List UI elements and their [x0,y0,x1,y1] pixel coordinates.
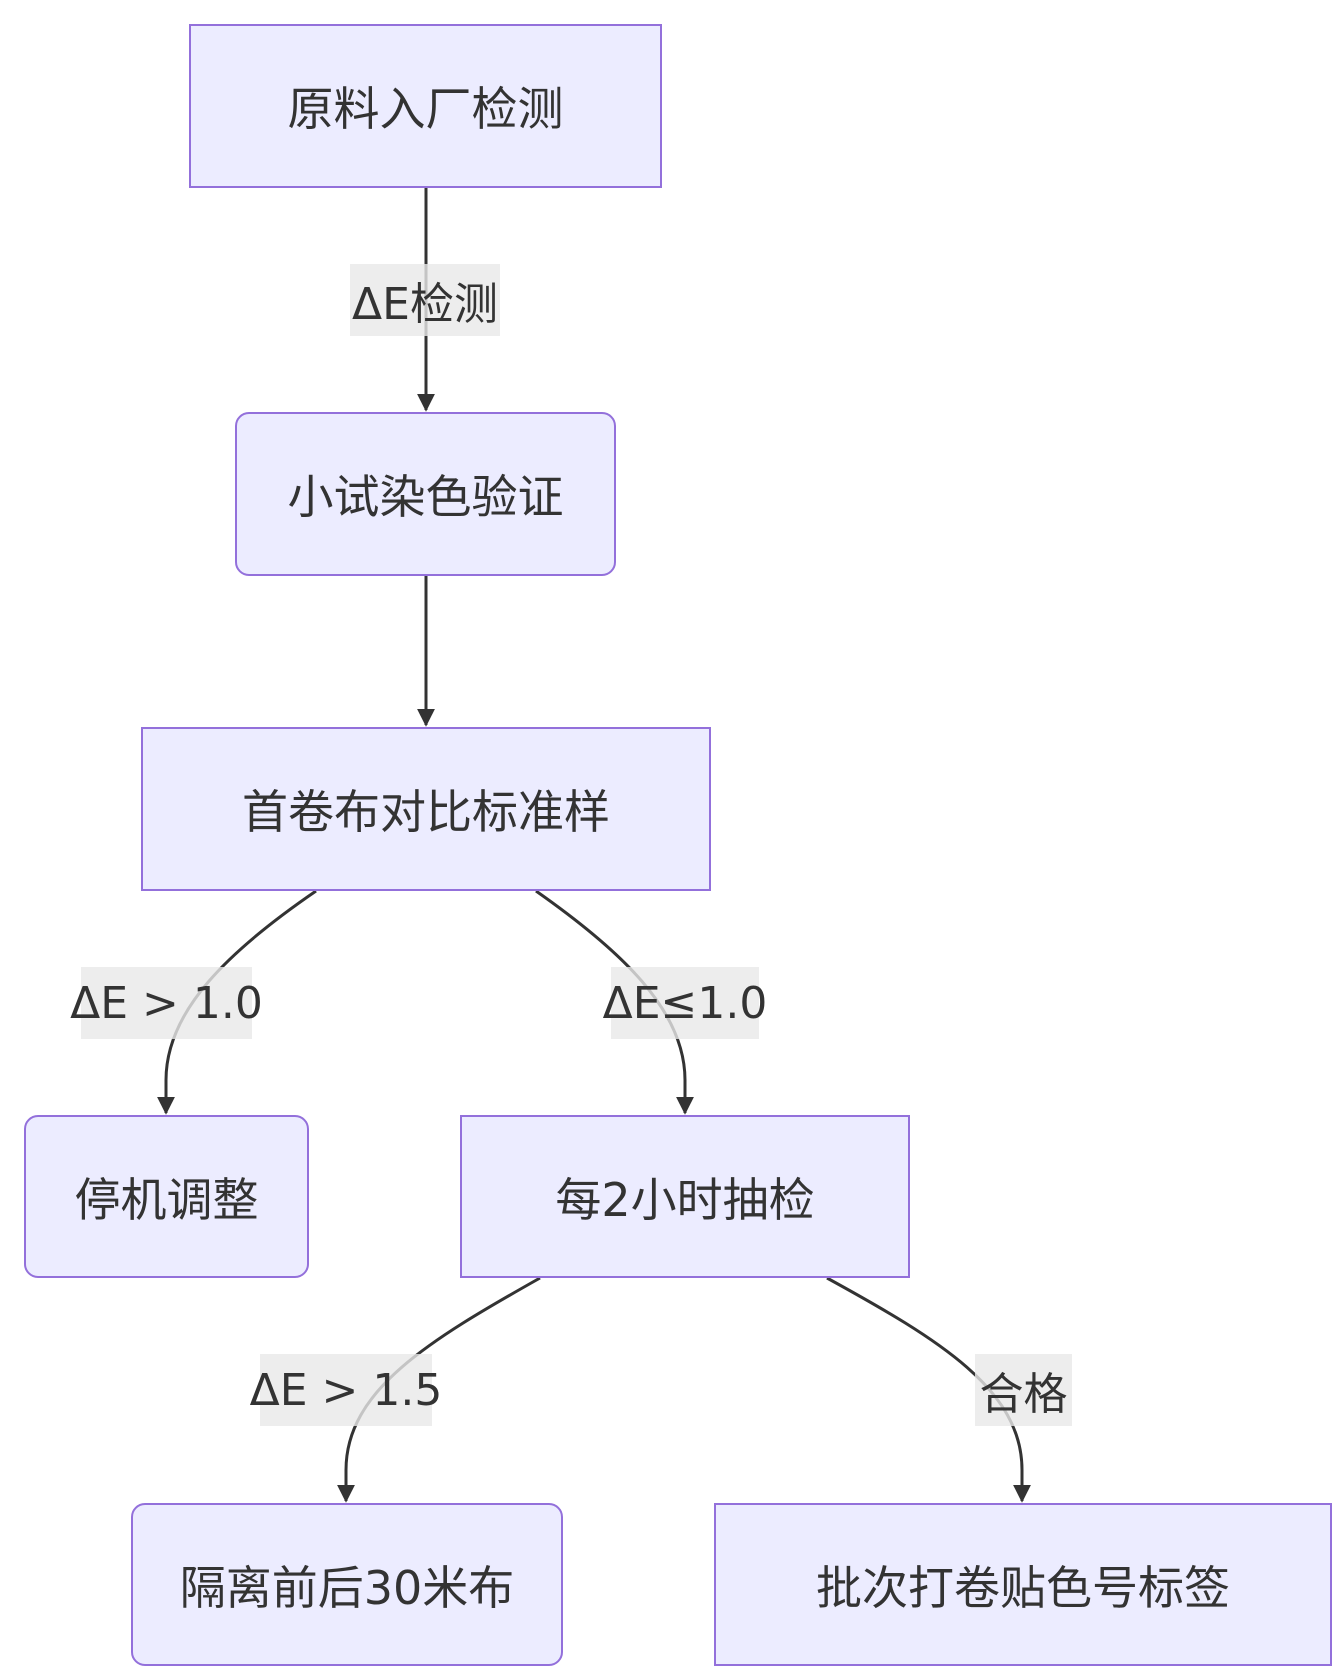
node-label: 首卷布对比标准样 [242,785,610,839]
node-label: 小试染色验证 [287,470,564,524]
edge-label-delta-e-gt-1-0: ΔE > 1.0 [70,967,263,1039]
edge-label-text: ΔE > 1.0 [70,977,263,1029]
edge-label-delta-e-le-1-0: ΔE≤1.0 [603,967,767,1039]
edge-e-to-g [826,1276,1031,1503]
node-isolate-30m: 隔离前后30米布 [131,1503,563,1666]
node-lab-dip-verification: 小试染色验证 [235,412,616,576]
node-label: 原料入厂检测 [287,82,564,136]
node-label: 批次打卷贴色号标签 [816,1560,1230,1615]
node-batch-label: 批次打卷贴色号标签 [714,1503,1332,1666]
node-label: 每2小时抽检 [555,1172,815,1227]
node-label: 停机调整 [74,1172,259,1227]
edge-label-text: 合格 [979,1369,1068,1420]
node-raw-material-inspection: 原料入厂检测 [189,24,662,188]
node-stop-adjust: 停机调整 [24,1115,309,1278]
node-first-roll-compare: 首卷布对比标准样 [141,727,711,891]
edge-label-delta-e-gt-1-5: ΔE > 1.5 [250,1354,442,1426]
edge-label-text: ΔE≤1.0 [602,977,768,1029]
edge-label-delta-e-check: ΔE检测 [350,264,500,336]
edge-label-pass: 合格 [975,1354,1072,1426]
edge-label-text: ΔE > 1.5 [249,1364,443,1416]
node-sampling-every-2h: 每2小时抽检 [460,1115,910,1278]
node-label: 隔离前后30米布 [179,1560,515,1615]
edge-label-text: ΔE检测 [352,279,498,330]
